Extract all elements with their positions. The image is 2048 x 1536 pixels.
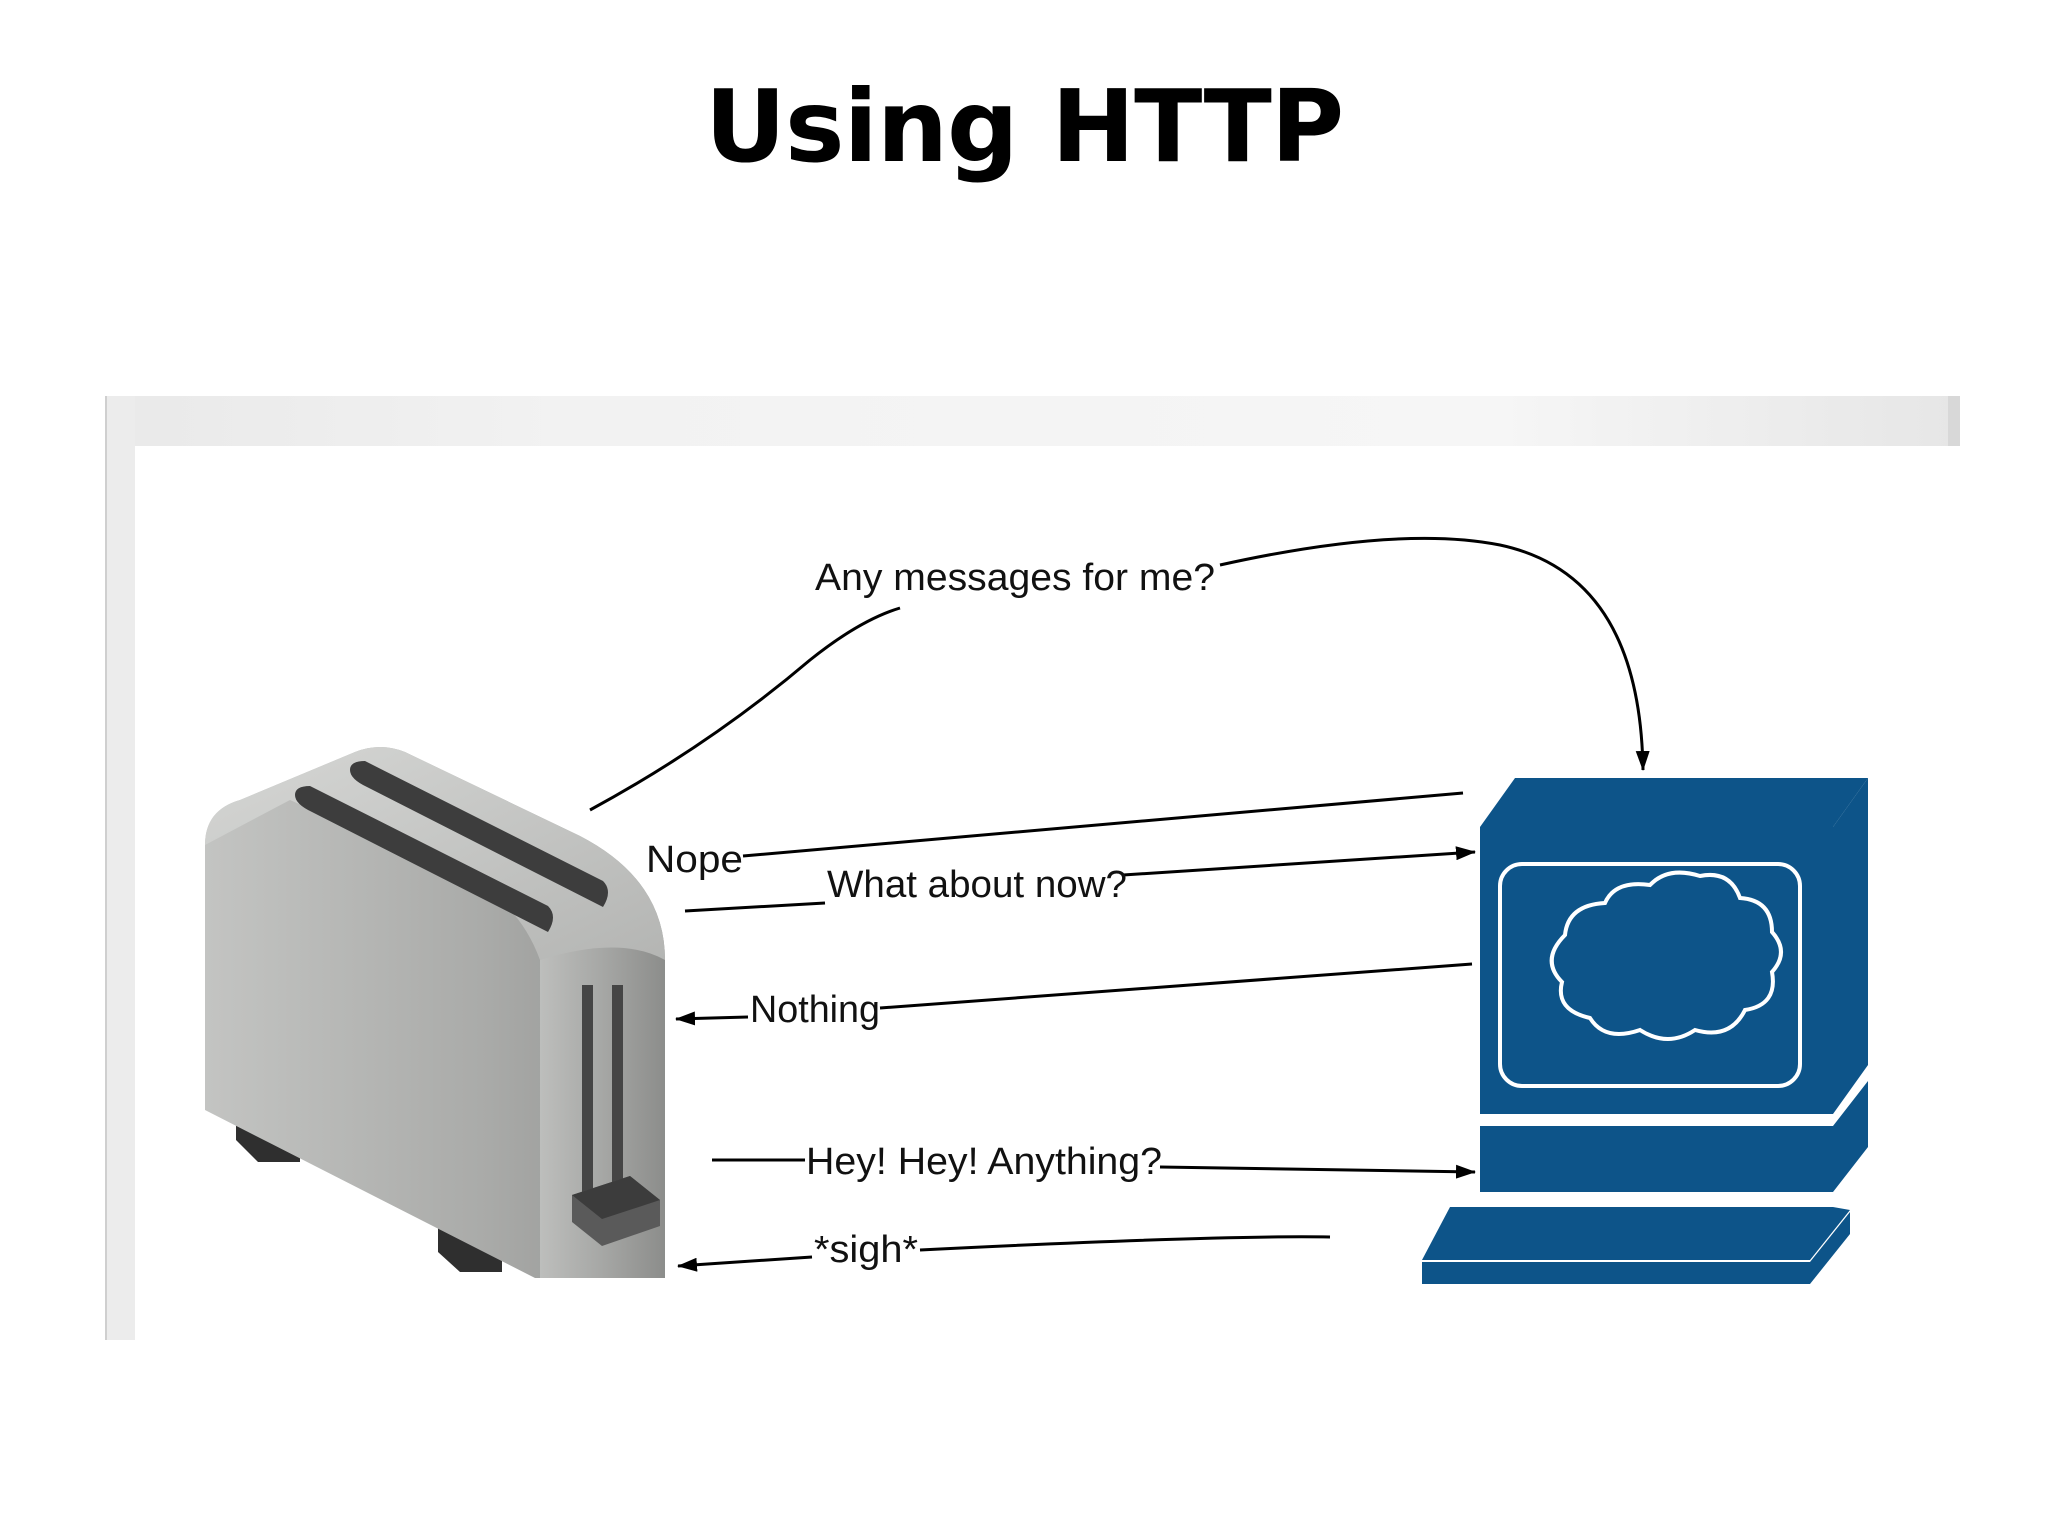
- message-label-nope: Nope: [646, 839, 743, 881]
- computer-icon: [1422, 778, 1868, 1284]
- message-label-any-messages: Any messages for me?: [815, 557, 1215, 599]
- message-arrows: [589, 536, 1650, 1272]
- arrow-response-3-tail: [677, 1255, 813, 1272]
- message-label-hey-anything: Hey! Hey! Anything?: [806, 1141, 1162, 1183]
- cloud-icon: [1549, 870, 1783, 1041]
- toaster-icon: [205, 747, 665, 1278]
- message-labels: Any messages for me? Nope What about now…: [646, 557, 1215, 1271]
- arrow-response-3: [919, 1235, 1331, 1252]
- arrow-response-1: [742, 791, 1464, 858]
- message-label-sigh: *sigh*: [814, 1229, 918, 1271]
- arrow-request-2: [684, 901, 826, 913]
- slide-title: Using HTTP: [704, 68, 1344, 185]
- arrow-response-2-tail: [675, 1011, 749, 1026]
- arrow-request-1-tail: [1219, 536, 1650, 771]
- message-label-nothing: Nothing: [750, 989, 880, 1031]
- arrow-request-3-tail: [1159, 1164, 1476, 1179]
- arrow-request-2-tail: [1122, 846, 1476, 877]
- message-label-what-about-now: What about now?: [827, 864, 1127, 906]
- arrow-response-2: [879, 962, 1473, 1010]
- arrow-request-1: [589, 606, 901, 812]
